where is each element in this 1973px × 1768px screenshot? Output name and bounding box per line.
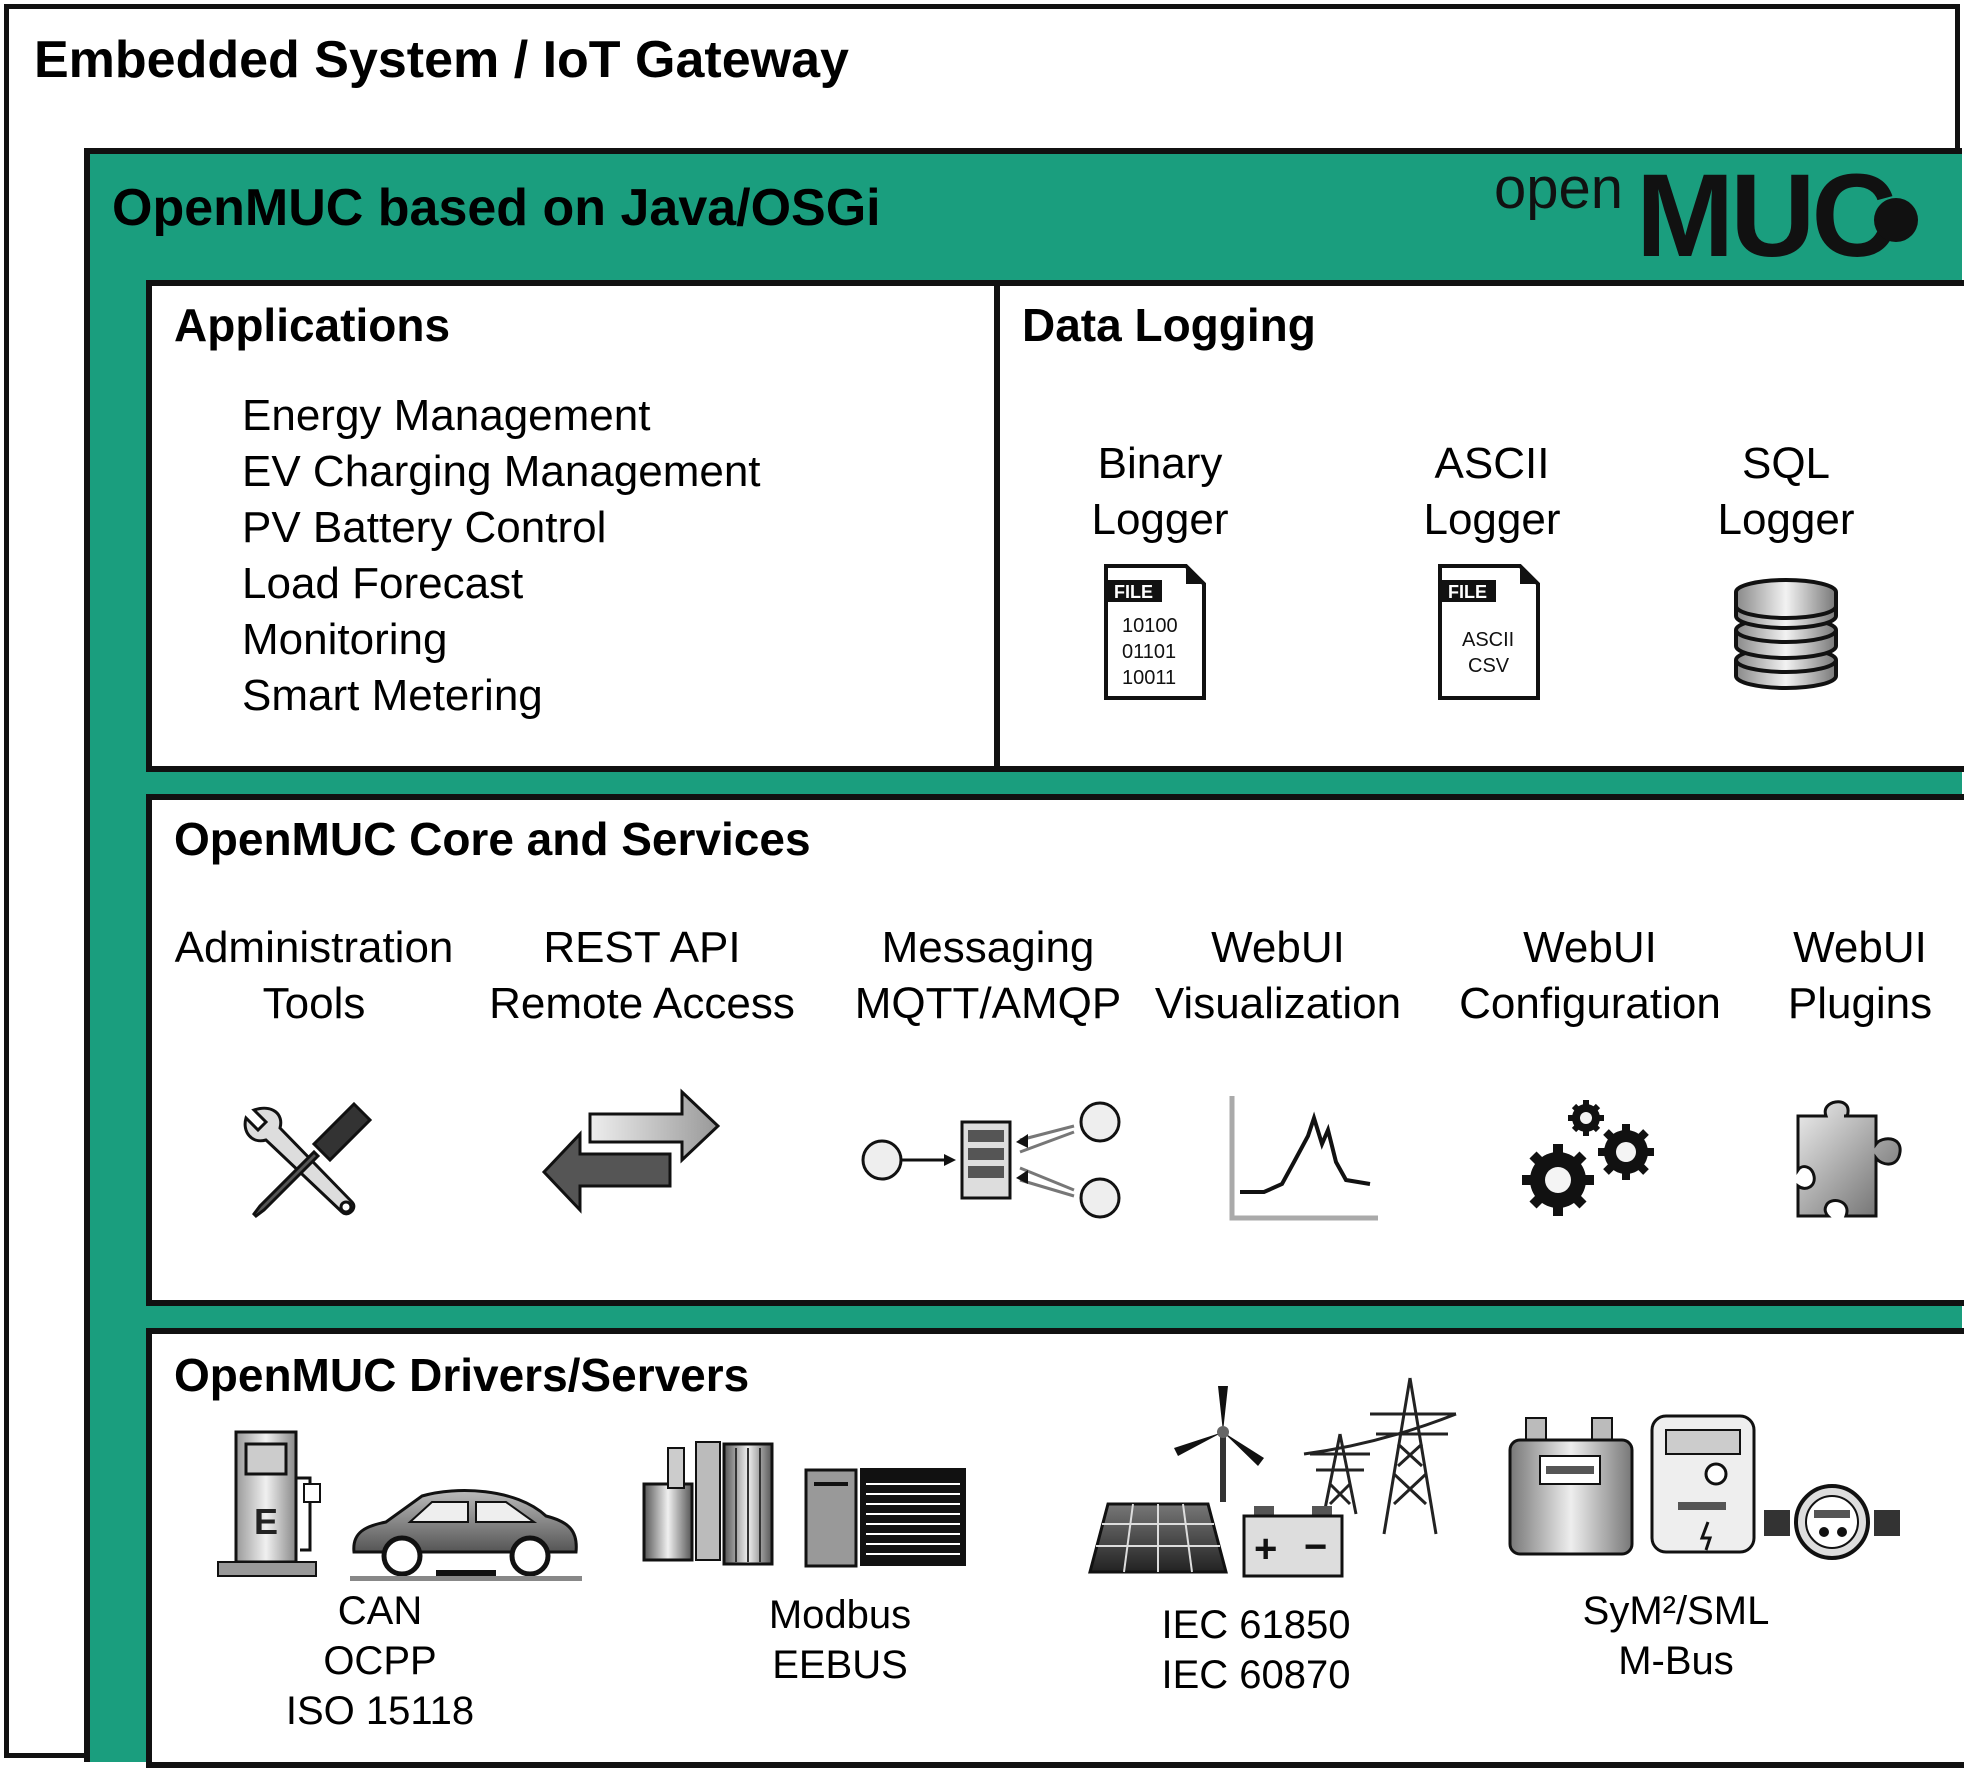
svg-text:CSV: CSV <box>1468 655 1510 677</box>
svg-text:E: E <box>254 1501 278 1542</box>
application-item: PV Battery Control <box>242 503 607 552</box>
heating-unit-icon <box>804 1468 966 1568</box>
electric-car-icon <box>350 1489 582 1581</box>
data-logging-title: Data Logging <box>1022 299 1316 351</box>
driver-protocols-grid: IEC 61850 IEC 60870 <box>1161 1603 1351 1697</box>
tools-icon <box>243 1101 373 1218</box>
application-item: Energy Management <box>242 391 651 440</box>
svg-text:+: + <box>1254 1527 1277 1571</box>
line-graph-icon <box>1229 1096 1378 1221</box>
logo-main: MUC <box>1636 150 1894 270</box>
application-item: Load Forecast <box>242 559 524 608</box>
electricity-meter-icon <box>1650 1414 1756 1554</box>
svg-text:01101: 01101 <box>1122 641 1176 663</box>
application-item: EV Charging Management <box>242 447 761 496</box>
logo-prefix: open <box>1494 156 1623 221</box>
platform-title: OpenMUC based on Java/OSGi <box>112 179 881 237</box>
gears-icon <box>1522 1100 1654 1216</box>
svg-text:10011: 10011 <box>1122 667 1176 689</box>
svg-text:FILE: FILE <box>1448 582 1487 602</box>
database-icon <box>1734 578 1838 690</box>
application-item: Monitoring <box>242 615 448 664</box>
embedded-system-title: Embedded System / IoT Gateway <box>34 31 849 89</box>
svg-text:10100: 10100 <box>1122 615 1178 637</box>
battery-icon: + − <box>1242 1506 1344 1578</box>
core-services-panel <box>146 794 1964 1306</box>
logo-dot-icon <box>1874 198 1918 242</box>
applications-title: Applications <box>174 299 451 351</box>
application-item: Smart Metering <box>242 671 543 720</box>
charging-station-icon: E <box>217 1430 321 1577</box>
wind-turbine-icon <box>1174 1386 1264 1502</box>
driver-protocols-metering: SyM²/SML M-Bus <box>1582 1589 1770 1683</box>
ascii-file-icon: FILE ASCII CSV <box>1438 564 1540 700</box>
water-meter-icon <box>1764 1484 1900 1560</box>
core-services-title: OpenMUC Core and Services <box>174 813 811 865</box>
openmuc-logo: open MUC <box>1494 150 1918 270</box>
solar-panel-icon <box>1088 1502 1228 1574</box>
svg-text:FILE: FILE <box>1114 582 1153 602</box>
drivers-servers-title: OpenMUC Drivers/Servers <box>174 1349 750 1401</box>
exchange-arrows-icon <box>541 1088 720 1214</box>
applications-list: Energy Management EV Charging Management… <box>242 388 761 724</box>
heat-pump-icon <box>642 1441 774 1566</box>
gas-meter-icon <box>1508 1417 1634 1556</box>
driver-protocols-heating: Modbus EEBUS <box>768 1593 912 1687</box>
message-queue-icon <box>861 1101 1121 1219</box>
binary-file-icon: FILE 10100 01101 10011 <box>1104 564 1206 700</box>
applications-panel <box>146 280 1000 772</box>
svg-text:−: − <box>1304 1525 1327 1569</box>
driver-protocols-ev: CAN OCPP ISO 15118 <box>285 1589 475 1733</box>
puzzle-piece-icon <box>1796 1100 1902 1218</box>
power-pylon-icon <box>1303 1377 1457 1535</box>
svg-text:ASCII: ASCII <box>1462 629 1514 651</box>
